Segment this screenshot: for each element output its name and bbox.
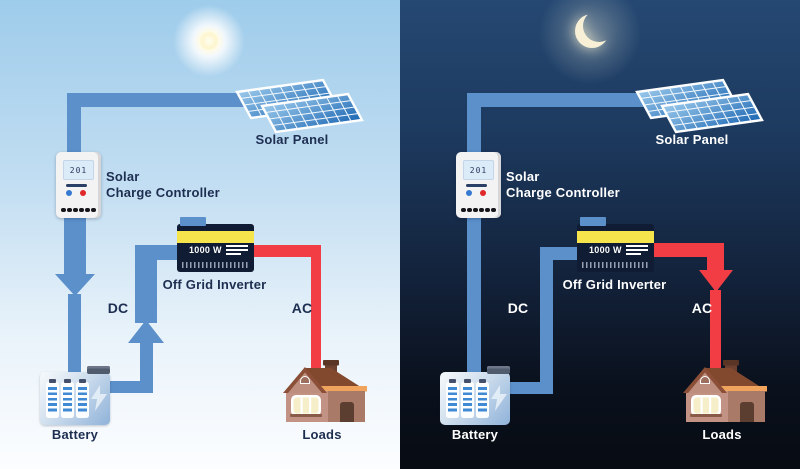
wire-inverter-to-loads-vertical <box>710 290 721 372</box>
solar-panel-label: Solar Panel <box>655 132 729 147</box>
battery-cell <box>76 378 89 418</box>
lightning-bolt-icon <box>491 385 507 411</box>
wire-into-inverter <box>135 245 178 260</box>
vent-lines-icon <box>226 245 248 257</box>
wire-battery-to-inverter-vertical <box>540 253 553 394</box>
inverter-top-tab <box>580 217 606 226</box>
scene-day: Solar Panel 201 Solar Charge Controller … <box>0 0 400 469</box>
controller-red-led <box>480 190 486 196</box>
controller-display: 201 <box>463 160 494 180</box>
dc-label: DC <box>507 300 529 316</box>
inverter-top-tab <box>180 217 206 226</box>
wire-controller-to-battery-lower <box>68 294 81 374</box>
scene-night: Solar Panel 201 Solar Charge Controller … <box>400 0 800 469</box>
battery-cell <box>46 378 59 418</box>
controller-blue-led <box>466 190 472 196</box>
dc-flow-arrow-up-icon <box>128 320 164 343</box>
wire-into-inverter <box>540 247 578 260</box>
house-illustration <box>683 360 767 423</box>
wire-controller-to-battery <box>64 218 86 275</box>
inverter-device: 1000 W <box>177 217 254 272</box>
moon-icon <box>583 10 615 42</box>
charge-controller-label-line2: Charge Controller <box>106 185 220 200</box>
controller-display-bar <box>466 184 487 187</box>
battery-cell <box>446 378 459 418</box>
inverter-label: Off Grid Inverter <box>162 277 267 292</box>
wire-battery-to-inverter-upper <box>135 247 157 323</box>
controller-display: 201 <box>63 160 94 180</box>
sun-icon <box>168 0 250 82</box>
inverter-yellow-stripe <box>577 231 654 243</box>
battery-cell <box>476 378 489 418</box>
inverter-device: 1000 W <box>577 217 654 272</box>
wire-panel-to-controller-horizontal <box>467 93 648 107</box>
battery-terminal-block <box>87 366 110 374</box>
ac-flow-arrow-down-icon <box>699 270 733 292</box>
battery-label: Battery <box>51 427 99 442</box>
wire-controller-to-battery <box>467 218 481 374</box>
house-illustration <box>283 360 367 423</box>
inverter-yellow-stripe <box>177 231 254 243</box>
controller-red-led <box>80 190 86 196</box>
battery-cell <box>461 378 474 418</box>
battery-cell <box>61 378 74 418</box>
dc-label: DC <box>107 300 129 316</box>
wire-panel-to-controller-horizontal <box>67 93 248 107</box>
charge-controller-label-line1: Solar <box>106 169 140 184</box>
ac-label: AC <box>291 300 313 316</box>
wire-inverter-to-loads-horizontal <box>253 245 321 257</box>
lightning-bolt-icon <box>91 385 107 411</box>
loads-label: Loads <box>302 427 342 442</box>
wire-inverter-to-loads-vertical <box>311 245 321 372</box>
battery-label: Battery <box>451 427 499 442</box>
wire-battery-to-inverter-vertical <box>140 340 153 393</box>
charge-controller-label: Solar Charge Controller <box>506 169 620 201</box>
inverter-power-rating: 1000 W <box>189 245 222 255</box>
charge-controller-device: 201 <box>56 152 101 218</box>
wire-inverter-to-loads-horizontal <box>653 243 724 257</box>
charge-controller-label-line1: Solar <box>506 169 540 184</box>
charge-controller-label: Solar Charge Controller <box>106 169 220 201</box>
moon-glow <box>535 0 645 88</box>
battery-terminal-block <box>487 366 510 374</box>
inverter-power-rating: 1000 W <box>589 245 622 255</box>
charge-controller-label-line2: Charge Controller <box>506 185 620 200</box>
charge-controller-device: 201 <box>456 152 501 218</box>
loads-label: Loads <box>702 427 742 442</box>
battery-device <box>440 366 510 425</box>
inverter-vent-slits <box>582 262 649 268</box>
solar-panel-label: Solar Panel <box>255 132 329 147</box>
inverter-label: Off Grid Inverter <box>562 277 667 292</box>
inverter-vent-slits <box>182 262 249 268</box>
vent-lines-icon <box>626 245 648 257</box>
battery-device <box>40 366 110 425</box>
wire-inverter-to-loads-upper <box>707 243 724 271</box>
dc-flow-arrow-down-icon <box>55 274 95 296</box>
controller-blue-led <box>66 190 72 196</box>
controller-terminals <box>61 207 96 212</box>
controller-terminals <box>461 207 496 212</box>
ac-label: AC <box>691 300 713 316</box>
controller-display-bar <box>66 184 87 187</box>
